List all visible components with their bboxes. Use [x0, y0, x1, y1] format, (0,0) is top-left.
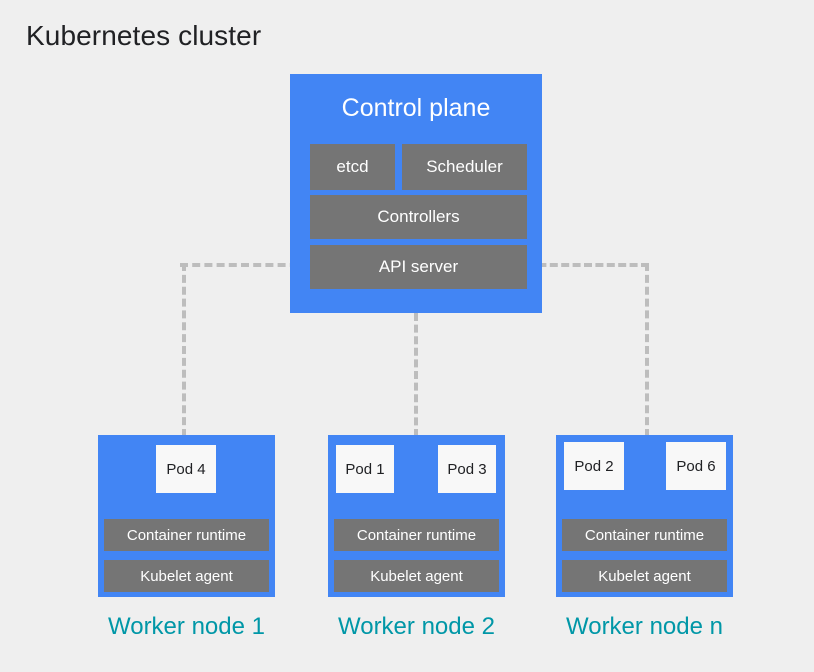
control-plane-title: Control plane	[341, 94, 491, 122]
page-title: Kubernetes cluster	[26, 20, 262, 51]
connector-control-plane-to-worker-1-horizontal	[180, 263, 310, 267]
worker-node-n-kubelet-agent[interactable]: Kubelet agent	[562, 560, 727, 592]
control-plane-component-scheduler[interactable]: Scheduler	[402, 144, 527, 190]
control-plane-component-controllers[interactable]: Controllers	[310, 195, 527, 239]
connector-control-plane-to-worker-n-vertical	[645, 263, 649, 437]
worker-node-2-pod-0[interactable]: Pod 1	[336, 445, 394, 493]
worker-node-1-kubelet-agent[interactable]: Kubelet agent	[104, 560, 269, 592]
worker-node-n-label: Worker node n	[566, 613, 723, 640]
connector-control-plane-to-worker-n-horizontal	[527, 263, 649, 267]
worker-node-n-container-runtime[interactable]: Container runtime	[562, 519, 727, 551]
worker-node-1-container-runtime[interactable]: Container runtime	[104, 519, 269, 551]
worker-node-n-pod-1[interactable]: Pod 6	[666, 442, 726, 490]
worker-node-n-pod-0[interactable]: Pod 2	[564, 442, 624, 490]
connector-control-plane-to-worker-1-vertical	[182, 263, 186, 437]
control-plane-component-api-server[interactable]: API server	[310, 245, 527, 289]
worker-node-2-pod-1[interactable]: Pod 3	[438, 445, 496, 493]
worker-node-2-label: Worker node 2	[338, 613, 495, 640]
worker-node-1-pod-0[interactable]: Pod 4	[156, 445, 216, 493]
control-plane-component-etcd[interactable]: etcd	[310, 144, 395, 190]
connector-control-plane-to-worker-2-vertical	[414, 313, 418, 437]
worker-node-1-label: Worker node 1	[108, 613, 265, 640]
worker-node-2-container-runtime[interactable]: Container runtime	[334, 519, 499, 551]
worker-node-2-kubelet-agent[interactable]: Kubelet agent	[334, 560, 499, 592]
